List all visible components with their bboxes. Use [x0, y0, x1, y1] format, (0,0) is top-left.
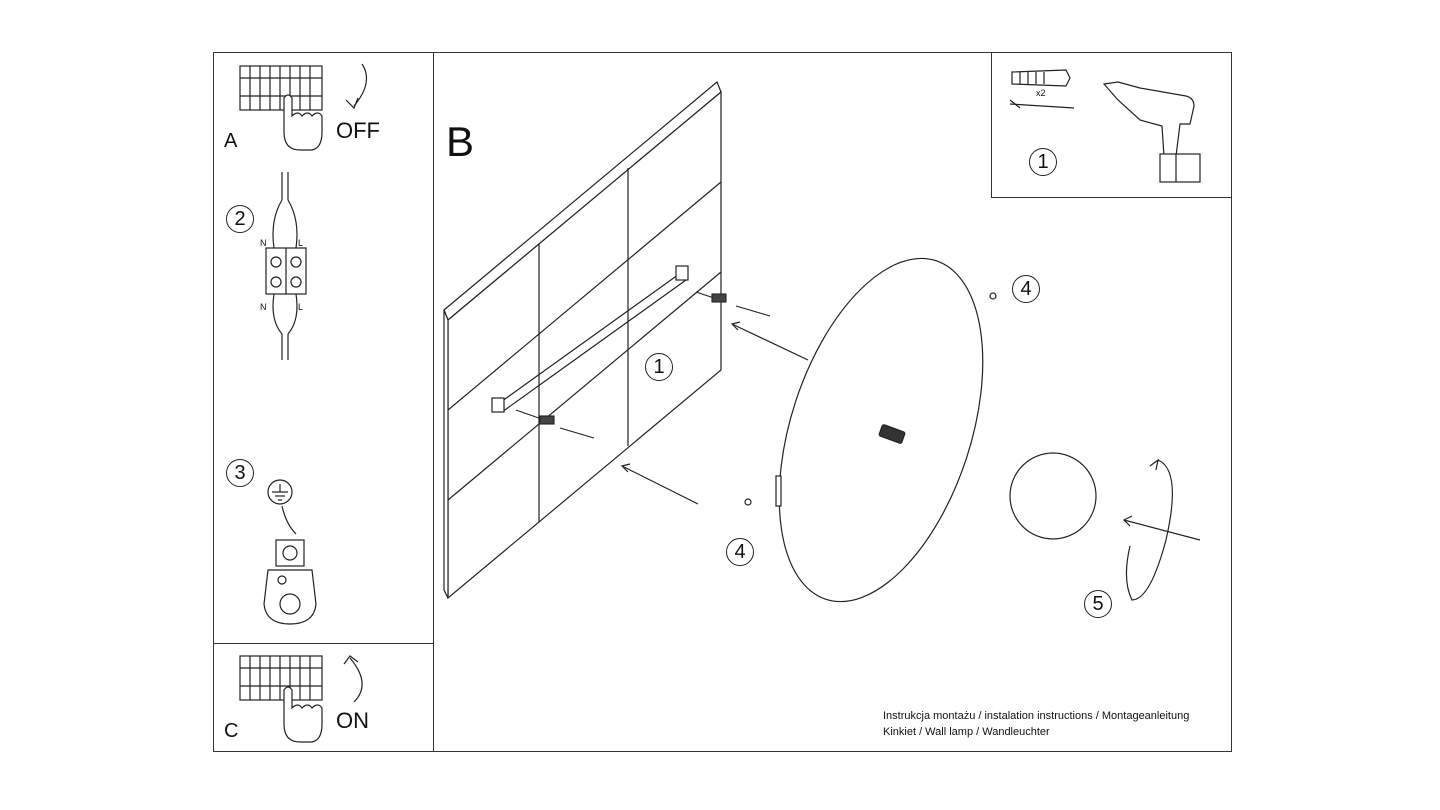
wire-label-n-bottom: N — [260, 302, 267, 312]
main-section-letter: B — [446, 118, 475, 165]
plate-connector-icon — [878, 424, 906, 444]
footer-line-2: Kinkiet / Wall lamp / Wandleuchter — [883, 726, 1050, 738]
footer-line-1: Instrukcja montażu / instalation instruc… — [883, 710, 1190, 722]
panel-c-action: ON — [336, 708, 369, 733]
hand-icon — [283, 94, 323, 151]
wire-label-l-bottom: L — [298, 302, 304, 312]
step-3-badge: 3 — [226, 459, 254, 487]
panel-c-letter: C — [224, 720, 239, 742]
glass-disc — [1009, 452, 1097, 540]
hand-on-icon — [283, 686, 323, 743]
breaker-switch-icon — [239, 65, 323, 111]
dowel-screw-pack-icon — [1009, 69, 1075, 109]
step-1-tools-badge: 1 — [1029, 148, 1057, 176]
panel-middle-left — [213, 161, 434, 644]
screw-dowel-set — [515, 291, 771, 439]
mounting-bracket — [491, 265, 689, 413]
wire-label-l-top: L — [298, 238, 304, 248]
step-5-badge: 5 — [1084, 590, 1112, 618]
step-1-wall-badge: 1 — [645, 353, 673, 381]
step-2-badge: 2 — [226, 205, 254, 233]
power-drill-icon — [1102, 81, 1201, 183]
tools-count: x2 — [1036, 88, 1046, 98]
footer-caption: Instrukcja montażu / instalation instruc… — [883, 708, 1189, 740]
terminal-block-icon — [265, 172, 307, 360]
rotation-arrow-icon — [1125, 459, 1173, 601]
step-4-top-badge: 4 — [1012, 275, 1040, 303]
breaker-switch-on-icon — [239, 655, 323, 701]
panel-a-letter: A — [224, 130, 238, 152]
wire-label-n-top: N — [260, 238, 267, 248]
ground-clamp-icon — [263, 539, 317, 625]
wall-panel-grid — [443, 81, 722, 600]
panel-a-action: OFF — [336, 118, 380, 143]
ground-symbol-icon — [267, 479, 293, 505]
step-4-bottom-badge: 4 — [726, 538, 754, 566]
arrow-down-icon — [353, 63, 368, 107]
arrow-up-icon — [349, 657, 363, 703]
